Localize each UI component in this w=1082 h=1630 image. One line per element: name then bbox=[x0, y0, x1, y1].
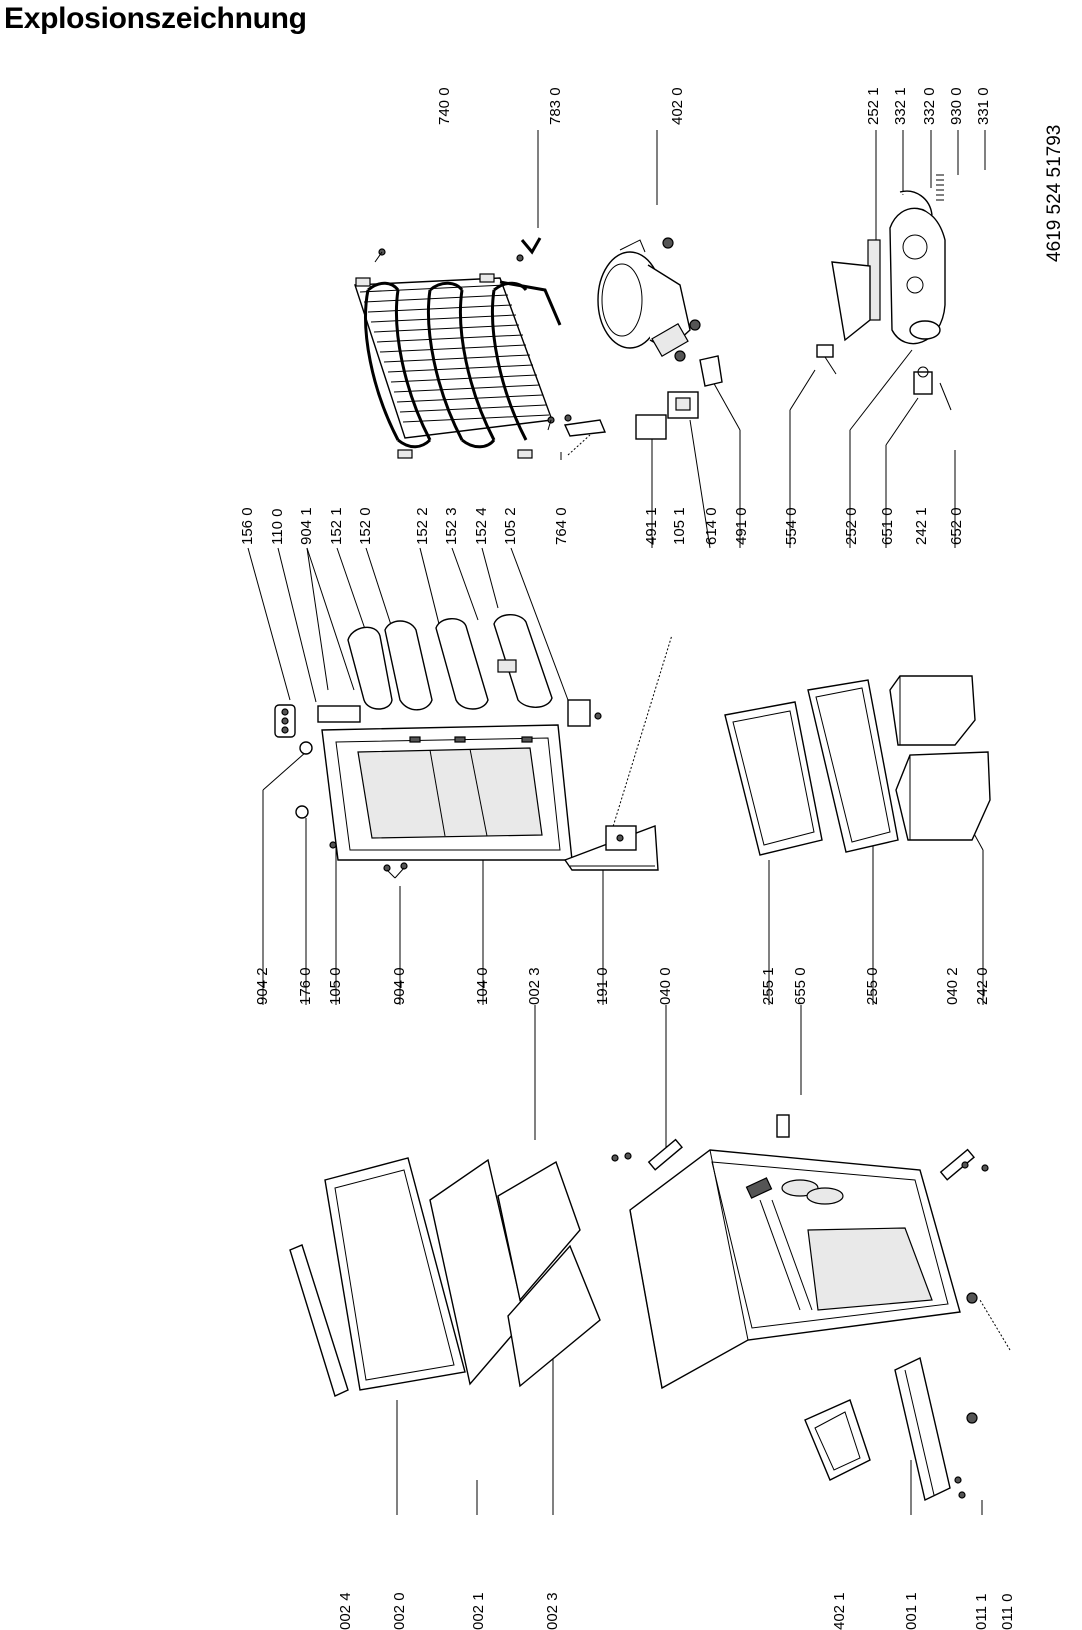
label-040-2: 040 2 bbox=[944, 967, 961, 1005]
label-002-3-bottom: 002 3 bbox=[544, 1592, 561, 1630]
label-011-1: 011 1 bbox=[973, 1594, 990, 1630]
document-number: 4619 524 51793 bbox=[1044, 125, 1065, 262]
hinge-plates bbox=[611, 1114, 989, 1181]
hinge-bracket bbox=[567, 699, 637, 851]
label-152-3: 152 3 bbox=[443, 507, 460, 545]
label-332-0: 332 0 bbox=[921, 87, 938, 125]
label-930-0: 930 0 bbox=[948, 87, 965, 125]
door-shelf-trays bbox=[347, 614, 553, 711]
label-402-1: 402 1 bbox=[831, 1592, 848, 1630]
label-105-2: 105 2 bbox=[502, 507, 519, 545]
label-655-0: 655 0 bbox=[792, 967, 809, 1005]
drier-tube bbox=[520, 237, 542, 255]
label-156-0: 156 0 bbox=[239, 507, 256, 545]
label-152-2: 152 2 bbox=[414, 507, 431, 545]
label-252-0: 252 0 bbox=[843, 507, 860, 545]
label-002-3-mid: 002 3 bbox=[526, 967, 543, 1005]
label-001-1: 001 1 bbox=[903, 1592, 920, 1630]
condenser-coil bbox=[354, 273, 562, 459]
page-title: Explosionszeichnung bbox=[4, 2, 307, 35]
label-152-0: 152 0 bbox=[357, 507, 374, 545]
crisper-drawers bbox=[889, 675, 991, 841]
label-491-0: 491 0 bbox=[733, 507, 750, 545]
valve-part bbox=[563, 414, 607, 437]
screw-icon bbox=[374, 248, 555, 431]
part-labels: 740 0 783 0 402 0 252 1 332 1 332 0 930 … bbox=[239, 87, 1065, 1630]
label-764-0: 764 0 bbox=[553, 507, 570, 545]
label-242-1: 242 1 bbox=[913, 507, 930, 545]
label-651-0: 651 0 bbox=[879, 507, 896, 545]
label-110-0: 110 0 bbox=[269, 509, 286, 545]
label-002-0: 002 0 bbox=[391, 1592, 408, 1630]
label-904-1: 904 1 bbox=[298, 507, 315, 545]
label-614-0: 614 0 bbox=[703, 507, 720, 545]
label-783-0: 783 0 bbox=[547, 87, 564, 125]
connector-plug bbox=[816, 344, 837, 375]
label-152-1: 152 1 bbox=[328, 507, 345, 545]
label-152-4: 152 4 bbox=[473, 507, 490, 545]
label-002-1: 002 1 bbox=[470, 1592, 487, 1630]
compressor bbox=[597, 237, 701, 362]
top-cover-assembly bbox=[289, 1157, 601, 1397]
label-332-1: 332 1 bbox=[892, 87, 909, 125]
label-040-0: 040 0 bbox=[657, 967, 674, 1005]
label-011-0: 011 0 bbox=[999, 1594, 1016, 1630]
thermostat-housing bbox=[831, 174, 946, 345]
label-554-0: 554 0 bbox=[783, 507, 800, 545]
label-402-0: 402 0 bbox=[669, 87, 686, 125]
lamp-socket bbox=[913, 366, 933, 395]
starter-relay bbox=[635, 355, 723, 440]
base-rails bbox=[804, 1292, 978, 1502]
label-252-1: 252 1 bbox=[865, 87, 882, 125]
label-652-0: 652 0 bbox=[948, 507, 965, 545]
label-105-1: 105 1 bbox=[671, 507, 688, 545]
label-002-4: 002 4 bbox=[337, 1592, 354, 1630]
cabinet-body bbox=[629, 1149, 961, 1390]
leader-lines bbox=[247, 130, 1011, 1515]
door-frame bbox=[321, 724, 573, 861]
glass-shelves bbox=[724, 679, 899, 856]
label-740-0: 740 0 bbox=[436, 87, 453, 125]
label-331-0: 331 0 bbox=[975, 87, 992, 125]
small-parts-door bbox=[274, 704, 408, 879]
